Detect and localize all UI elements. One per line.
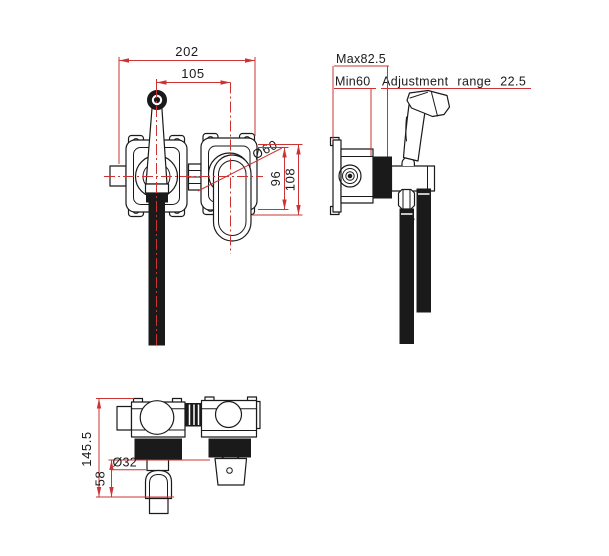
dim-width-centers: 105	[156, 66, 231, 94]
dim-label-96: 96	[268, 171, 283, 187]
knob-circle	[345, 171, 355, 181]
valve-body	[338, 148, 392, 204]
shower-hose-return	[416, 188, 431, 313]
dim-label-adjustment: Adjustment range 22.5	[382, 75, 526, 89]
dim-label-202: 202	[175, 44, 199, 59]
dim-label-145-5: 145.5	[79, 431, 94, 467]
nozzle-face-line	[409, 91, 428, 99]
dim-label-105: 105	[181, 66, 205, 81]
dim-width-total: 202	[118, 44, 256, 164]
threaded-band	[208, 438, 251, 458]
head-cap-line	[431, 92, 438, 117]
bore-circle	[214, 400, 243, 429]
front-view: 202 105 Ø60 96 108	[104, 44, 303, 348]
holder-body	[390, 165, 436, 192]
dim-label-d32: Ø32	[113, 456, 138, 470]
hose-clip	[410, 218, 415, 244]
leader-line	[197, 147, 283, 192]
shower-hose-down	[399, 208, 414, 344]
hand-sprayer	[402, 89, 451, 162]
dim-label-58: 58	[93, 471, 108, 487]
right-escutcheon-plate	[200, 132, 258, 242]
dim-min-depth: Min60	[334, 75, 376, 89]
dim-label-min: Min60	[335, 75, 371, 89]
dim-holder-length: 58	[93, 459, 210, 497]
hose-hex-nut	[397, 188, 416, 210]
dim-holder-diameter: Ø32	[111, 456, 146, 471]
dim-total-height: 108	[252, 144, 303, 216]
lever-inner-line	[218, 160, 247, 236]
knob-circle	[338, 164, 362, 188]
holder-cup-inner	[149, 474, 168, 499]
lever-top-view	[214, 455, 248, 486]
holder-neck	[146, 458, 170, 472]
grip-trigger-line	[405, 116, 407, 142]
body-connector-top-view	[184, 403, 202, 427]
dim-label-max: Max82.5	[336, 52, 386, 66]
right-body-top-view	[200, 396, 261, 458]
threaded-adjustment-section	[372, 156, 392, 199]
knob-circle	[342, 168, 358, 184]
holder-top-view	[144, 458, 173, 515]
wall-plate	[329, 136, 342, 216]
sprayer-holder	[390, 156, 436, 192]
holder-cup-d32	[144, 469, 173, 500]
sprayer-grip-side	[402, 100, 427, 162]
plate-bar	[332, 139, 342, 213]
left-body-top-view	[116, 397, 186, 460]
hose-assembly-side	[397, 188, 431, 344]
inlet-stub-top	[116, 405, 133, 431]
lever-pin-hole	[226, 467, 233, 474]
dim-plate-height: 96	[258, 147, 289, 210]
mixer-lever-handle	[212, 154, 252, 242]
dim-adjustment-range: Adjustment range 22.5	[381, 75, 531, 89]
lever-outline	[214, 457, 248, 486]
threaded-band	[134, 438, 182, 460]
lever-dome-line	[221, 455, 240, 459]
bottom-view: 145.5 58 Ø32	[79, 396, 261, 515]
dim-label-108: 108	[283, 168, 298, 192]
bore-circle	[139, 400, 175, 435]
sprayer-head-side	[406, 89, 451, 118]
knob-center	[347, 173, 353, 179]
dim-max-depth: Max82.5	[334, 52, 389, 67]
dim-total-length: 145.5	[79, 398, 174, 498]
side-view: Max82.5 Min60 Adjustment range 22.5	[329, 52, 531, 344]
holder-stub	[148, 497, 169, 515]
